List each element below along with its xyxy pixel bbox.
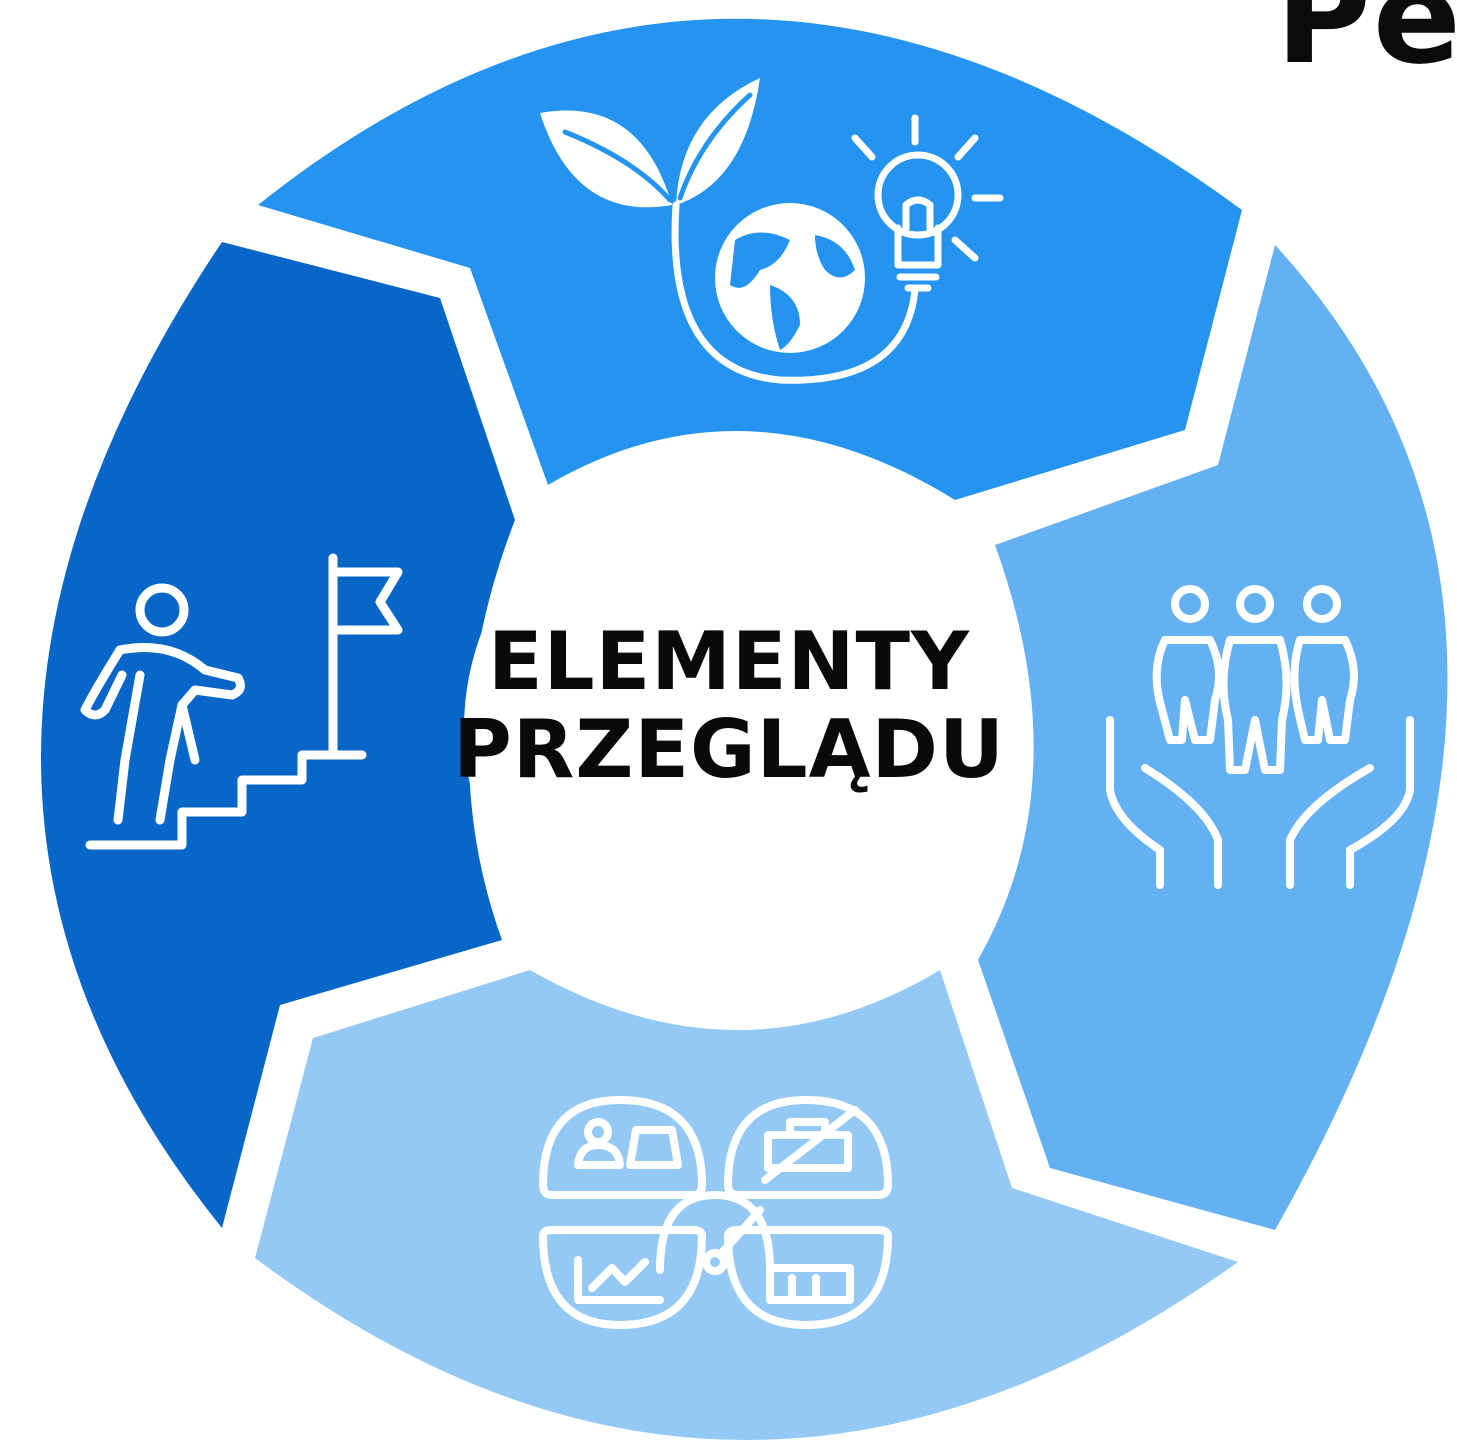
center-title-line-2: PRZEGLĄDU bbox=[453, 703, 1005, 796]
center-title: ELEMENTY PRZEGLĄDU bbox=[429, 618, 1029, 794]
leaf-globe-lightbulb-icon bbox=[540, 78, 1004, 384]
center-title-line-1: ELEMENTY bbox=[488, 615, 970, 708]
segment-right bbox=[978, 245, 1448, 1230]
people-in-hands-icon bbox=[1106, 585, 1414, 889]
center-circle bbox=[464, 460, 1000, 996]
corner-text-fragment: Pe bbox=[1275, 0, 1457, 93]
segment-top bbox=[258, 18, 1242, 501]
segment-left-shape bbox=[41, 242, 515, 1228]
segment-left bbox=[41, 242, 515, 1228]
segment-bottom bbox=[255, 970, 1238, 1441]
business-dashboard-icon bbox=[539, 1096, 892, 1329]
climbing-stairs-flag-icon bbox=[80, 553, 403, 850]
